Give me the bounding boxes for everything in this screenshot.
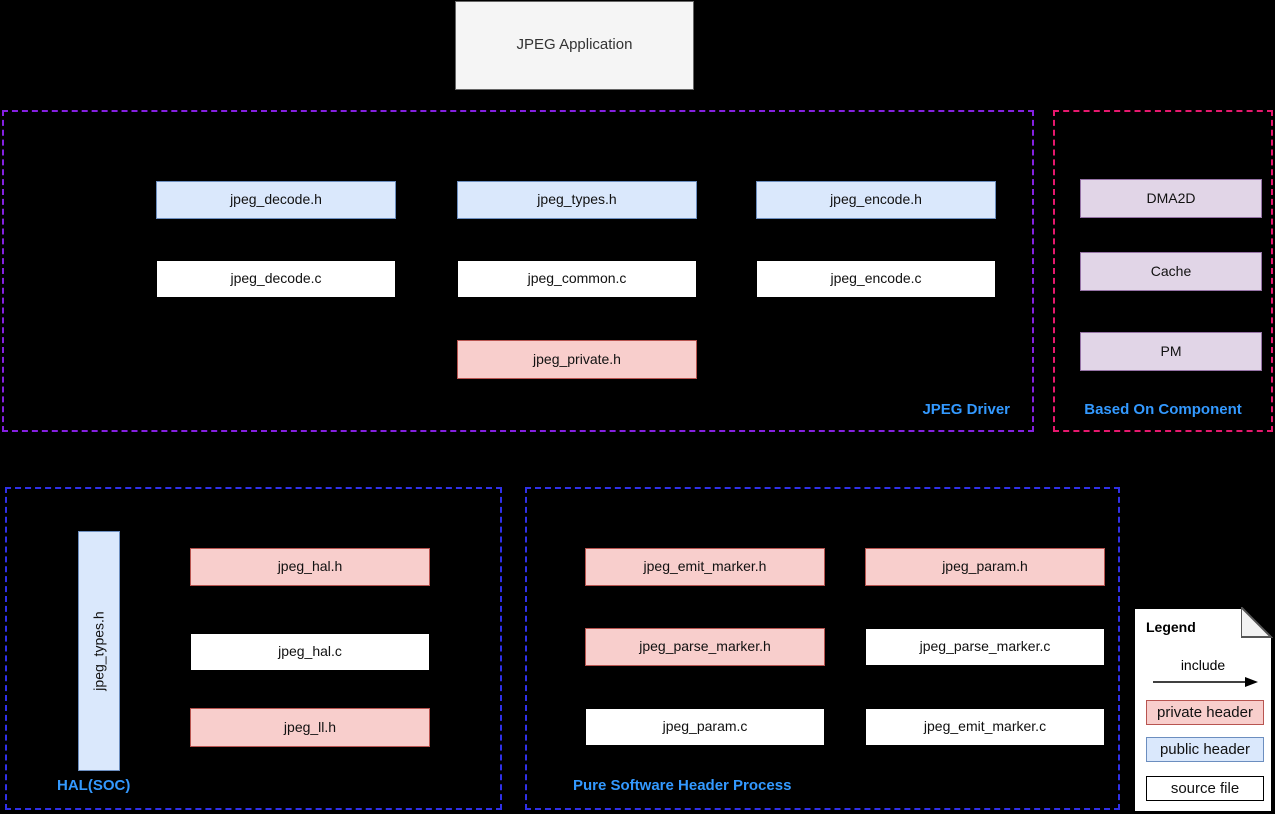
- box-jpeg-hal-h: jpeg_hal.h: [190, 548, 430, 586]
- box-jpeg-param-c: jpeg_param.c: [585, 708, 825, 746]
- box-jpeg-parse-marker-h: jpeg_parse_marker.h: [585, 628, 825, 666]
- box-jpeg-decode-h: jpeg_decode.h: [156, 181, 396, 219]
- pure-software-header-label: Pure Software Header Process: [573, 777, 792, 794]
- based-on-component-region: DMA2D Cache PM Based On Component: [1053, 110, 1273, 432]
- box-cache: Cache: [1080, 252, 1262, 291]
- jpeg-driver-region: jpeg_decode.h jpeg_types.h jpeg_encode.h…: [2, 110, 1034, 432]
- box-jpeg-types-h: jpeg_types.h: [457, 181, 697, 219]
- folded-corner-icon: [1241, 607, 1273, 639]
- include-arrow-icon: [1153, 677, 1258, 687]
- hal-soc-region: jpeg_types.h jpeg_hal.h jpeg_hal.c jpeg_…: [5, 487, 502, 810]
- box-pm: PM: [1080, 332, 1262, 371]
- box-jpeg-common-c: jpeg_common.c: [457, 260, 697, 298]
- legend-title: Legend: [1146, 619, 1196, 635]
- box-jpeg-ll-h: jpeg_ll.h: [190, 708, 430, 747]
- box-jpeg-encode-h: jpeg_encode.h: [756, 181, 996, 219]
- jpeg-application-box: JPEG Application: [455, 1, 694, 90]
- legend: Legend include private header public hea…: [1133, 607, 1273, 813]
- box-jpeg-private-h: jpeg_private.h: [457, 340, 697, 379]
- box-jpeg-param-h: jpeg_param.h: [865, 548, 1105, 586]
- box-jpeg-emit-marker-c: jpeg_emit_marker.c: [865, 708, 1105, 746]
- legend-source-file-swatch: source file: [1146, 776, 1264, 801]
- legend-include-label: include: [1180, 657, 1226, 673]
- hal-soc-label: HAL(SOC): [57, 777, 131, 794]
- legend-public-header-swatch: public header: [1146, 737, 1264, 762]
- box-jpeg-emit-marker-h: jpeg_emit_marker.h: [585, 548, 825, 586]
- vertical-box-label: jpeg_types.h: [91, 611, 107, 691]
- based-on-component-label: Based On Component: [1084, 401, 1242, 418]
- box-jpeg-encode-c: jpeg_encode.c: [756, 260, 996, 298]
- jpeg-driver-label: JPEG Driver: [922, 401, 1010, 418]
- pure-software-header-region: jpeg_emit_marker.h jpeg_parse_marker.h j…: [525, 487, 1120, 810]
- box-jpeg-types-h-vertical: jpeg_types.h: [78, 531, 120, 771]
- box-jpeg-decode-c: jpeg_decode.c: [156, 260, 396, 298]
- legend-private-header-swatch: private header: [1146, 700, 1264, 725]
- box-jpeg-hal-c: jpeg_hal.c: [190, 633, 430, 671]
- box-dma2d: DMA2D: [1080, 179, 1262, 218]
- box-jpeg-parse-marker-c: jpeg_parse_marker.c: [865, 628, 1105, 666]
